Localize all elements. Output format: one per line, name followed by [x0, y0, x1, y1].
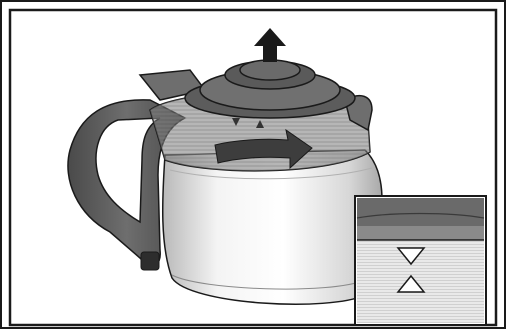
lid-knob — [240, 60, 300, 80]
carafe-body — [163, 150, 382, 304]
handle-foot — [141, 252, 159, 270]
zoom-inset — [355, 196, 486, 325]
